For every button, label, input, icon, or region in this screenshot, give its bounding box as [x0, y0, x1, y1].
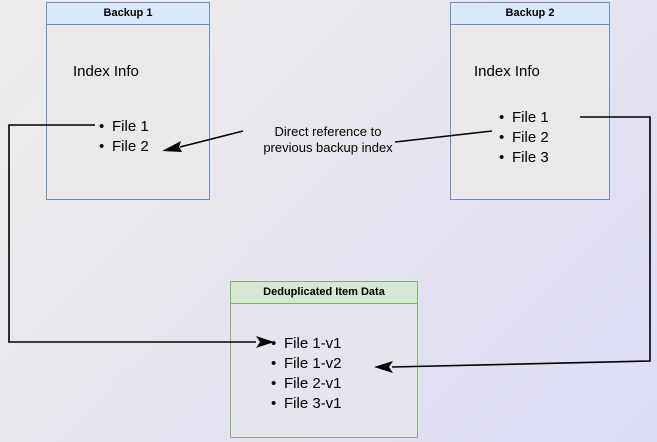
- backup-2-body: Index Info File 1 File 2 File 3: [451, 25, 609, 199]
- backup-1-body: Index Info File 1 File 2: [47, 25, 209, 199]
- backup-2-index-info-label: Index Info: [474, 63, 540, 80]
- list-item: File 1: [499, 108, 549, 128]
- backup-1-file-list: File 1 File 2: [99, 117, 149, 157]
- list-item: File 2: [99, 137, 149, 157]
- list-item: File 1-v1: [271, 334, 342, 354]
- backup-2-file-list: File 1 File 2 File 3: [499, 108, 549, 168]
- direct-reference-caption: Direct reference to previous backup inde…: [248, 124, 408, 156]
- backup-1-index-info-label: Index Info: [73, 63, 139, 80]
- list-item: File 3: [499, 148, 549, 168]
- list-item: File 2: [499, 128, 549, 148]
- backup-2-box[interactable]: Backup 2 Index Info File 1 File 2 File 3: [450, 2, 610, 200]
- list-item: File 2-v1: [271, 374, 342, 394]
- list-item: File 1: [99, 117, 149, 137]
- caption-line-1: Direct reference to: [274, 124, 382, 139]
- backup-2-header: Backup 2: [451, 3, 609, 25]
- dedup-item-list: File 1-v1 File 1-v2 File 2-v1 File 3-v1: [271, 334, 342, 414]
- backup-1-header: Backup 1: [47, 3, 209, 25]
- deduplicated-item-data-body: File 1-v1 File 1-v2 File 2-v1 File 3-v1: [231, 304, 417, 437]
- caption-line-2: previous backup index: [263, 140, 393, 155]
- list-item: File 3-v1: [271, 394, 342, 414]
- deduplicated-item-data-header: Deduplicated Item Data: [231, 282, 417, 304]
- list-item: File 1-v2: [271, 354, 342, 374]
- backup-1-box[interactable]: Backup 1 Index Info File 1 File 2: [46, 2, 210, 200]
- deduplicated-item-data-box[interactable]: Deduplicated Item Data File 1-v1 File 1-…: [230, 281, 418, 438]
